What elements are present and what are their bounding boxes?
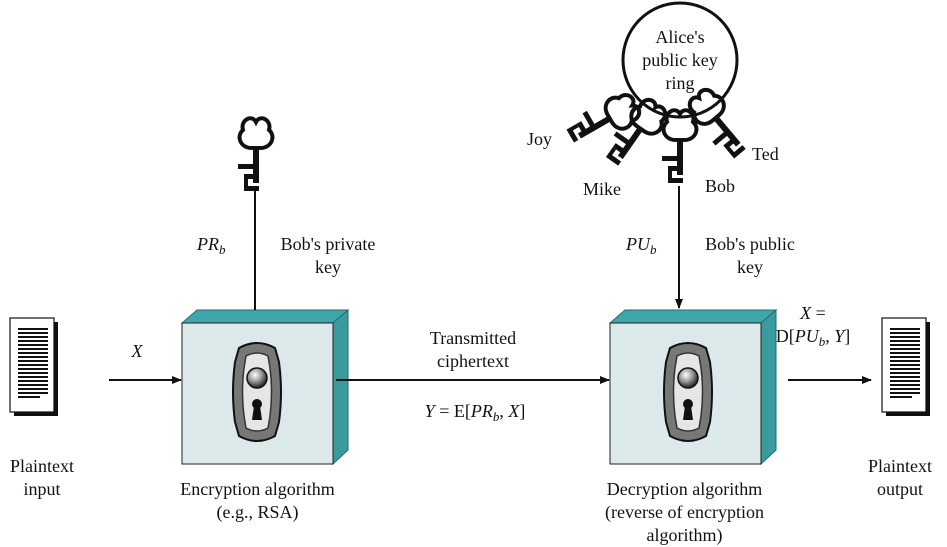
- output-formula: X = D[PUb, Y]: [775, 303, 851, 349]
- decryption-lock-icon: [663, 342, 713, 442]
- private-key-symbol: PRb: [197, 234, 226, 257]
- encryption-algorithm-label: Encryption algorithm(e.g., RSA): [180, 479, 335, 522]
- public-key-symbol: PUb: [626, 234, 657, 257]
- plaintext-output-document-icon: [881, 317, 931, 417]
- plaintext-input-document-icon: [9, 317, 59, 417]
- ring-key-mike-icon: [599, 91, 673, 176]
- ciphertext-formula: Y = E[PRb, X]: [424, 401, 526, 424]
- ring-key-bob-icon: [660, 108, 699, 185]
- ring-key-label-joy: Joy: [527, 129, 553, 149]
- input-x-label: X: [131, 341, 143, 361]
- private-key-icon: [236, 116, 275, 193]
- ring-key-label-bob: Bob: [705, 176, 736, 196]
- decryption-algorithm-label: Decryption algorithm(reverse of encrypti…: [605, 479, 764, 545]
- ring-key-label-ted: Ted: [752, 144, 779, 164]
- ring-key-label-mike: Mike: [583, 179, 621, 199]
- encryption-lock-icon: [232, 342, 282, 442]
